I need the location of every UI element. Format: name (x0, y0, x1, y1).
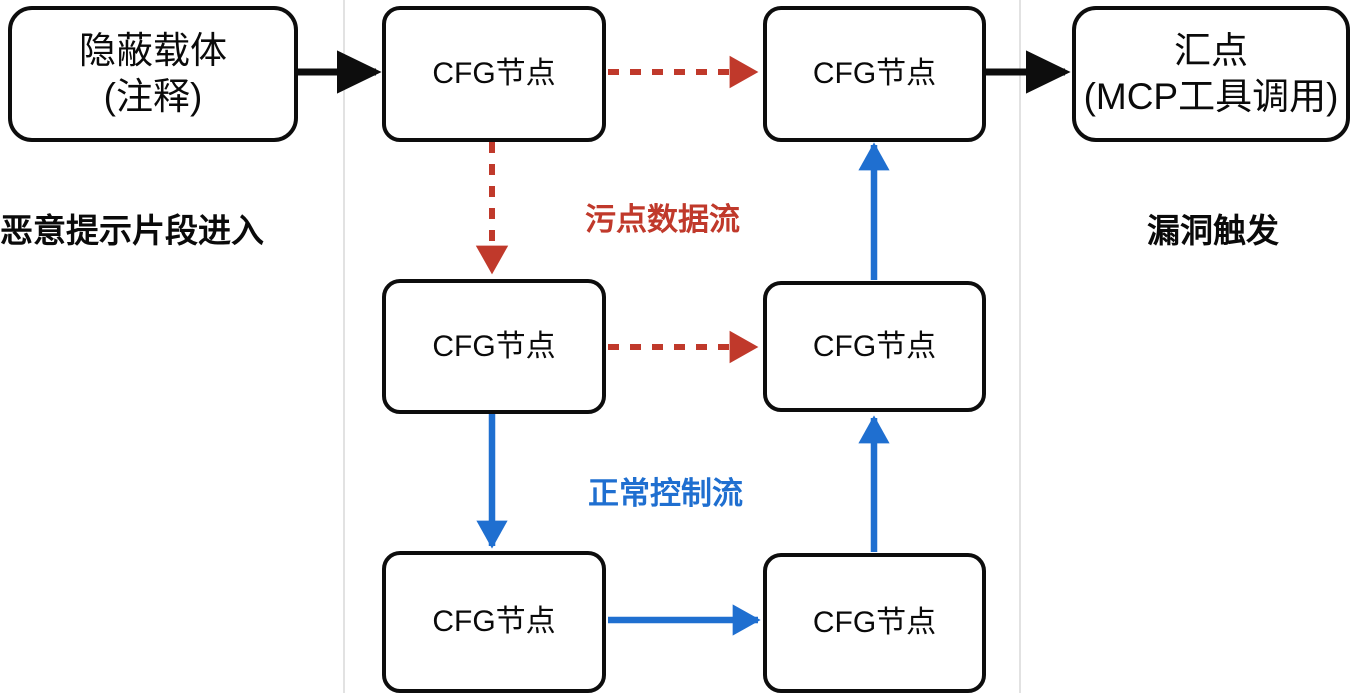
node-cfg-top-left-label: CFG节点 (432, 57, 556, 91)
node-cfg-mid-left[interactable]: CFG节点 (382, 279, 606, 414)
caption-source: 恶意提示片段进入 (0, 212, 264, 249)
node-sink-line2: (MCP工具调用) (1083, 76, 1339, 117)
node-sink[interactable]: 汇点 (MCP工具调用) (1072, 6, 1350, 142)
node-source-line1: 隐蔽载体 (79, 29, 227, 71)
node-source[interactable]: 隐蔽载体 (注释) (8, 6, 298, 142)
node-cfg-mid-right-label: CFG节点 (812, 329, 937, 363)
node-sink-line1: 汇点 (1174, 29, 1248, 71)
node-cfg-bot-right-label: CFG节点 (812, 606, 937, 640)
node-cfg-bot-right[interactable]: CFG节点 (763, 553, 986, 693)
node-cfg-mid-right[interactable]: CFG节点 (763, 281, 986, 412)
node-cfg-bot-left[interactable]: CFG节点 (382, 551, 606, 693)
label-control-flow: 正常控制流 (588, 476, 743, 511)
column-divider-right (1019, 0, 1021, 693)
node-source-text: 隐蔽载体 (注释) (79, 28, 227, 121)
column-divider-left (343, 0, 345, 693)
node-cfg-mid-left-label: CFG节点 (432, 329, 556, 363)
node-cfg-top-right-label: CFG节点 (812, 57, 937, 91)
node-cfg-top-left[interactable]: CFG节点 (382, 6, 606, 142)
node-source-line2: (注释) (103, 76, 203, 117)
node-sink-text: 汇点 (MCP工具调用) (1084, 28, 1339, 121)
caption-sink: 漏洞触发 (1147, 212, 1279, 249)
label-taint-flow: 污点数据流 (585, 202, 740, 237)
node-cfg-bot-left-label: CFG节点 (432, 605, 556, 639)
node-cfg-top-right[interactable]: CFG节点 (763, 6, 986, 142)
